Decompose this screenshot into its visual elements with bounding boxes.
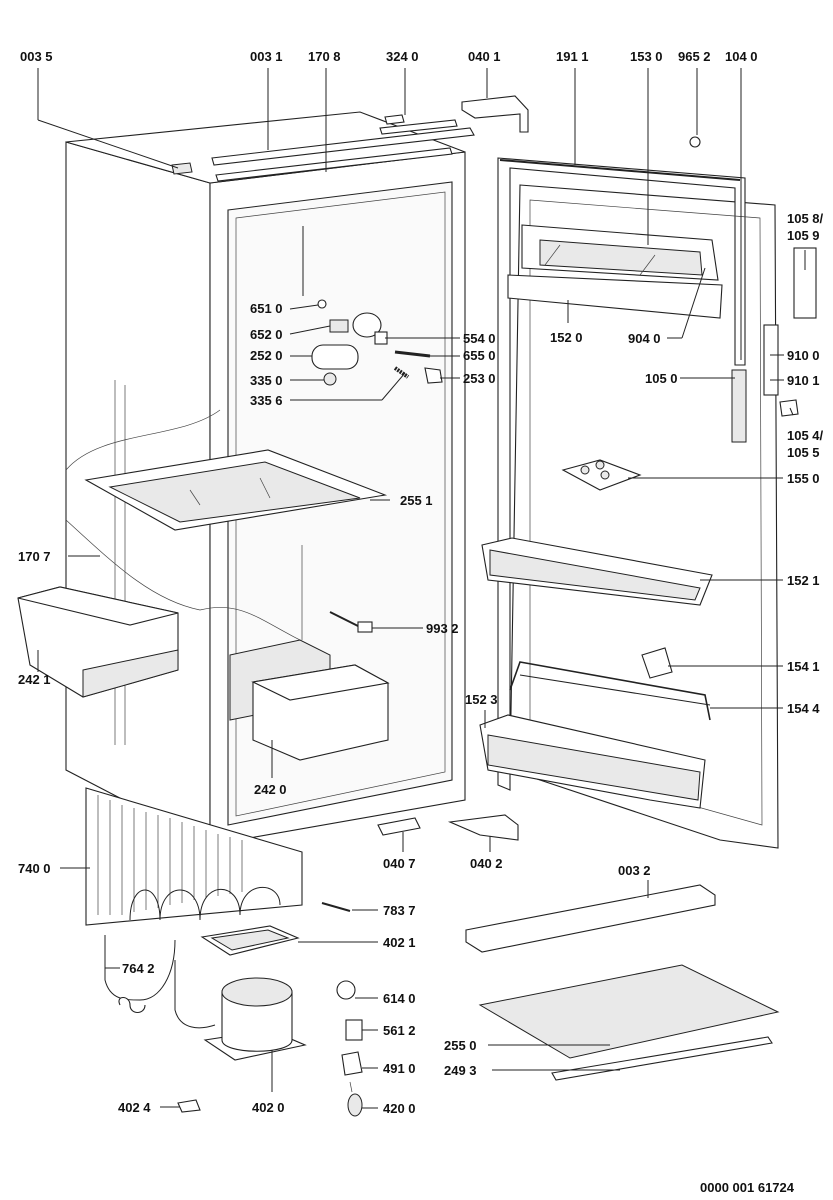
door-shelf-lower [479,714,706,809]
electrical-components [177,980,363,1117]
compressor [203,977,307,1061]
temperature-sensor [329,611,373,633]
evaporating-tray [200,925,300,956]
door-handle [731,369,747,443]
label-152-3: 152 3 [465,692,498,707]
label-652-0: 652 0 [250,327,283,342]
label-402-4: 402 4 [118,1100,151,1115]
control-unit-parts [302,226,443,386]
label-153-0: 153 0 [630,49,663,64]
label-170-8: 170 8 [308,49,341,64]
label-242-0: 242 0 [254,782,287,797]
label-154-1: 154 1 [787,659,820,674]
glass-plate [478,964,780,1059]
label-105-0: 105 0 [645,371,678,386]
top-trim-strips [171,119,475,182]
label-993-2: 993 2 [426,621,459,636]
crisper-drawers [229,639,390,761]
glass-shelf [84,449,388,531]
label-152-1: 152 1 [787,573,820,588]
leader-lines [37,68,806,1109]
label-105-5: 105 5 [787,445,820,460]
bottom-panel [465,884,716,953]
label-335-6: 335 6 [250,393,283,408]
document-code: 0000 001 61724 [700,1180,795,1195]
label-191-1: 191 1 [556,49,589,64]
condenser [85,787,303,926]
top-hinge [384,95,529,133]
bottom-hinges [377,814,519,841]
label-402-0: 402 0 [252,1100,285,1115]
label-155-0: 155 0 [787,471,820,486]
right-hinge-parts [689,136,817,417]
label-003-1: 003 1 [250,49,283,64]
label-170-7: 170 7 [18,549,51,564]
label-255-0: 255 0 [444,1038,477,1053]
label-253-0: 253 0 [463,371,496,386]
label-003-5: 003 5 [20,49,53,64]
label-249-3: 249 3 [444,1063,477,1078]
label-154-4: 154 4 [787,701,820,716]
trim-strip [551,1036,773,1081]
label-904-0: 904 0 [628,331,661,346]
label-965-2: 965 2 [678,49,711,64]
door [497,157,779,849]
label-040-1: 040 1 [468,49,501,64]
label-910-1: 910 1 [787,373,820,388]
door-shelf-upper [481,537,713,606]
label-040-2: 040 2 [470,856,503,871]
label-655-0: 655 0 [463,348,496,363]
label-105-8: 105 8/ [787,211,824,226]
label-152-0: 152 0 [550,330,583,345]
label-614-0: 614 0 [383,991,416,1006]
label-420-0: 420 0 [383,1101,416,1116]
drain-pipe [321,902,351,912]
label-252-0: 252 0 [250,348,283,363]
label-561-2: 561 2 [383,1023,416,1038]
door-seal [499,159,741,181]
label-324-0: 324 0 [386,49,419,64]
bottle-rail [509,661,711,721]
label-255-1: 255 1 [400,493,433,508]
egg-tray [561,459,642,491]
label-910-0: 910 0 [787,348,820,363]
label-491-0: 491 0 [383,1061,416,1076]
label-554-0: 554 0 [463,331,496,346]
capillary-tube [104,935,216,1029]
label-040-7: 040 7 [383,856,416,871]
label-105-9: 105 9 [787,228,820,243]
label-740-0: 740 0 [18,861,51,876]
label-104-0: 104 0 [725,49,758,64]
door-upper-compartment [507,224,723,319]
label-651-0: 651 0 [250,301,283,316]
label-335-0: 335 0 [250,373,283,388]
left-bin [17,586,179,698]
label-003-2: 003 2 [618,863,651,878]
label-764-2: 764 2 [122,961,155,976]
label-242-1: 242 1 [18,672,51,687]
part-labels: 003 5 003 1 170 8 324 0 040 1 191 1 153 … [18,49,824,1195]
label-105-4: 105 4/ [787,428,824,443]
label-783-7: 783 7 [383,903,416,918]
door-clip [641,647,673,679]
label-402-1: 402 1 [383,935,416,950]
